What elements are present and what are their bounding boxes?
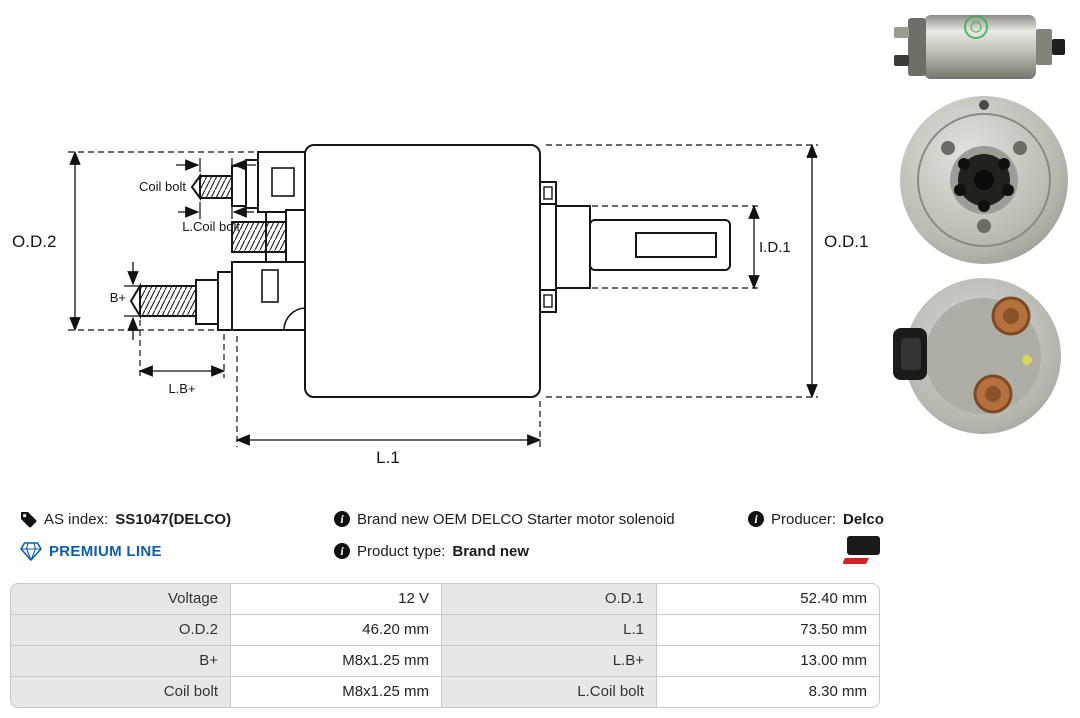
product-photo-bottom [893, 278, 1061, 434]
as-index: AS index: SS1047(DELCO) [20, 509, 231, 529]
premium-line-label: PREMIUM LINE [49, 542, 162, 560]
coil-bolt-stud [199, 175, 233, 199]
od1-label: O.D.1 [824, 232, 868, 251]
coil-bolt-label: Coil bolt [139, 179, 186, 194]
plunger-slot [635, 232, 717, 258]
yellow-mark [1022, 355, 1032, 365]
dimension-od1: O.D.1 [546, 143, 868, 399]
spec-label: O.D.1 [442, 584, 656, 614]
info-icon: i [748, 511, 764, 527]
dimension-lbplus: L.B+ [138, 320, 226, 396]
product-description: i Brand new OEM DELCO Starter motor sole… [334, 509, 675, 529]
product-photo-side [894, 15, 1065, 79]
technical-diagram: O.D.2 O.D.1 I.D.1 Coil bolt [12, 143, 868, 467]
spec-value: 52.40 mm [657, 584, 879, 614]
spec-value: 73.50 mm [657, 615, 879, 645]
spec-value: 12 V [231, 584, 441, 614]
dimension-coil-bolt: Coil bolt [139, 158, 256, 194]
solenoid-outline [129, 144, 731, 398]
spec-label: Coil bolt [11, 677, 230, 707]
spec-value: M8x1.25 mm [231, 677, 441, 707]
producer-value: Delco [843, 510, 884, 528]
as-index-value: SS1047(DELCO) [115, 510, 232, 528]
brand-logo-icon [843, 536, 880, 564]
lbplus-label: L.B+ [168, 381, 195, 396]
green-stamp [964, 15, 988, 39]
as-index-label: AS index: [44, 510, 109, 528]
spec-label: B+ [11, 646, 230, 676]
dimension-od2: O.D.2 [12, 150, 256, 332]
dimension-id1: I.D.1 [592, 204, 791, 290]
plunger-collar [555, 205, 591, 289]
l1-label: L.1 [376, 448, 400, 467]
lcoil-bolt-stud [231, 221, 287, 253]
spec-label: Voltage [11, 584, 230, 614]
spec-table: Voltage 12 V O.D.1 52.40 mm O.D.2 46.20 … [10, 583, 880, 708]
spec-label: O.D.2 [11, 615, 230, 645]
product-type: i Product type: Brand new [334, 541, 529, 561]
spec-label: L.1 [442, 615, 656, 645]
spec-value: 8.30 mm [657, 677, 879, 707]
dimension-lcoil-bolt: L.Coil bolt [178, 202, 254, 234]
spec-label: L.Coil bolt [442, 677, 656, 707]
od2-label: O.D.2 [12, 232, 56, 251]
bplus-stud [139, 285, 197, 317]
info-icon: i [334, 543, 350, 559]
spec-label: L.B+ [442, 646, 656, 676]
id1-label: I.D.1 [759, 239, 791, 256]
tag-icon [21, 511, 37, 527]
spec-value: 46.20 mm [231, 615, 441, 645]
product-type-value: Brand new [452, 542, 530, 560]
product-type-label: Product type: [357, 542, 446, 560]
lcoil-bolt-label: L.Coil bolt [182, 219, 240, 234]
info-icon: i [334, 511, 350, 527]
spec-value: 13.00 mm [657, 646, 879, 676]
description-text: Brand new OEM DELCO Starter motor soleno… [357, 510, 675, 528]
bplus-label: B+ [110, 290, 126, 305]
dimension-l1: L.1 [235, 336, 542, 467]
product-photo-top [900, 96, 1068, 264]
premium-line: PREMIUM LINE [20, 541, 162, 561]
producer: i Producer: Delco [748, 509, 884, 529]
solenoid-body [304, 144, 541, 398]
spec-value: M8x1.25 mm [231, 646, 441, 676]
dimension-bplus: B+ [110, 262, 142, 340]
producer-label: Producer: [771, 510, 837, 528]
diamond-icon [20, 541, 42, 561]
